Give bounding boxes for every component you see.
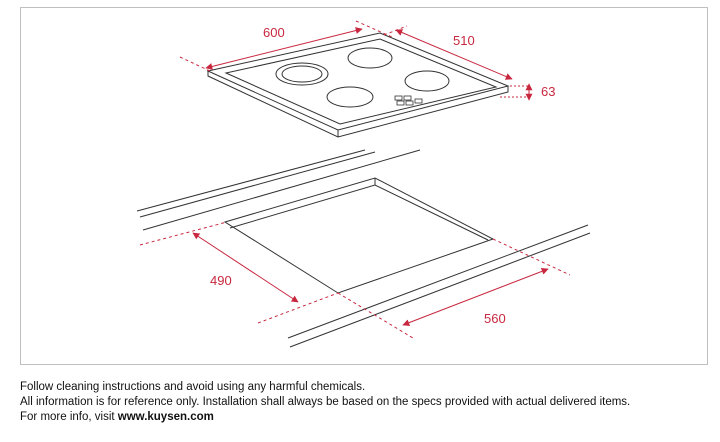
control-panel <box>394 95 423 106</box>
dimension-lines <box>139 20 571 339</box>
website-link[interactable]: www.kuysen.com <box>117 411 214 423</box>
footer-notes: Follow cleaning instructions and avoid u… <box>20 380 630 425</box>
diagram-frame <box>20 7 708 365</box>
dimension-height-label: 63 <box>541 84 555 99</box>
dimension-depth-label: 510 <box>453 33 475 48</box>
countertop-drawing <box>136 149 591 348</box>
note-more-info: For more info, visit www.kuysen.com <box>20 410 630 425</box>
cutout-depth-label: 490 <box>210 273 232 288</box>
hob-installation-diagram: 600 510 63 490 560 <box>136 20 591 348</box>
note-reference: All information is for reference only. I… <box>20 396 631 408</box>
cutout-width-label: 560 <box>484 311 506 326</box>
burner <box>326 86 374 108</box>
hob-drawing <box>206 32 510 138</box>
note-more-info-text: For more info, visit <box>20 411 118 423</box>
dimension-width-label: 600 <box>263 25 285 40</box>
note-cleaning: Follow cleaning instructions and avoid u… <box>20 381 366 393</box>
